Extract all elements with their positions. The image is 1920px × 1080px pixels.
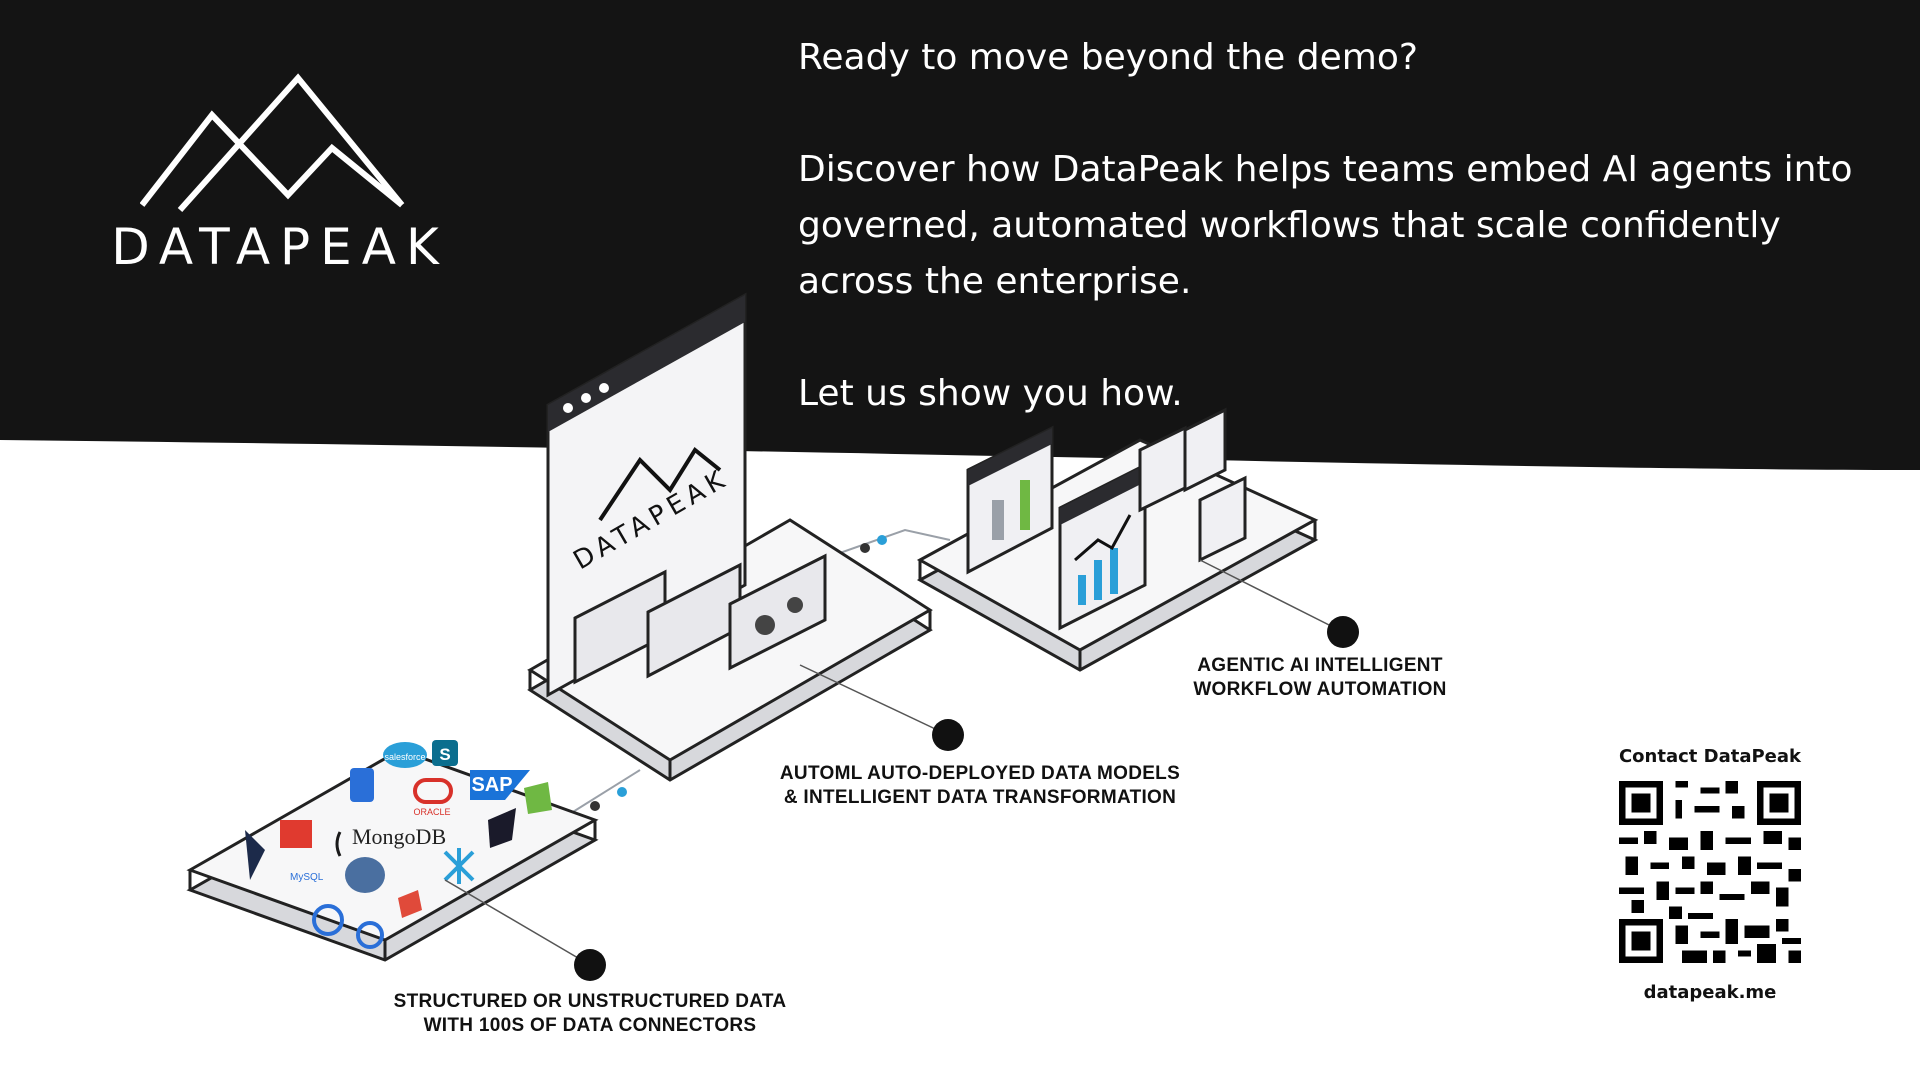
agentic-platform: [916, 407, 1319, 672]
model-panels: [573, 553, 827, 685]
brand-wordmark: DATAPEAK: [111, 218, 449, 276]
mountain-logo-icon: [140, 73, 405, 212]
automl-platform: DATAPEAK: [527, 292, 933, 782]
tool-window: [966, 425, 1054, 575]
connector-icons: salesforce S SAP ORACLE MySQL MongoDB: [245, 740, 552, 949]
contact-title: Contact DataPeak: [1618, 746, 1802, 767]
caption-automl-line2: & INTELLIGENT DATA TRANSFORMATION: [783, 787, 1177, 808]
intro-text: Ready to move beyond the demo? Discover …: [798, 30, 1858, 422]
qr-code[interactable]: [1619, 781, 1801, 963]
caption-automl: AUTOML AUTO-DEPLOYED DATA MODELS & INTEL…: [720, 762, 1240, 810]
workflow-cards: [1138, 407, 1247, 563]
caption-markers: [444, 559, 1359, 981]
caption-data-line2: WITH 100S OF DATA CONNECTORS: [423, 1015, 757, 1036]
salesforce-logo: salesforce: [384, 752, 425, 762]
caption-agentic-line2: WORKFLOW AUTOMATION: [1193, 679, 1447, 700]
brand-logo: DATAPEAK: [100, 70, 460, 280]
intro-cta: Let us show you how.: [798, 373, 1183, 414]
sap-logo: SAP: [471, 774, 512, 796]
caption-automl-line1: AUTOML AUTO-DEPLOYED DATA MODELS: [779, 763, 1181, 784]
caption-agentic: AGENTIC AI INTELLIGENT WORKFLOW AUTOMATI…: [1140, 654, 1500, 702]
intro-headline: Ready to move beyond the demo?: [798, 37, 1418, 78]
mongodb-logo: MongoDB: [352, 824, 446, 849]
header-background: [0, 0, 1920, 470]
sharepoint-logo: S: [439, 745, 450, 764]
caption-agentic-line1: AGENTIC AI INTELLIGENT: [1197, 655, 1443, 676]
snowflake-icon: [443, 848, 475, 884]
connector-dots: [590, 535, 887, 811]
contact-url[interactable]: datapeak.me: [1643, 982, 1777, 1003]
contact-block: Contact DataPeak datapeak.me: [1610, 746, 1810, 1003]
mysql-logo: MySQL: [290, 872, 324, 883]
oracle-logo: ORACLE: [413, 807, 450, 817]
trend-up-icon: [1074, 514, 1132, 562]
analytics-window: [1058, 462, 1147, 631]
intro-body: Discover how DataPeak helps teams embed …: [798, 149, 1853, 302]
gear-icon: [755, 597, 803, 635]
caption-data-line1: STRUCTURED OR UNSTRUCTURED DATA: [393, 991, 787, 1012]
caption-data-connectors: STRUCTURED OR UNSTRUCTURED DATA WITH 100…: [340, 990, 840, 1038]
data-platform: salesforce S SAP ORACLE MySQL MongoDB: [186, 740, 599, 962]
